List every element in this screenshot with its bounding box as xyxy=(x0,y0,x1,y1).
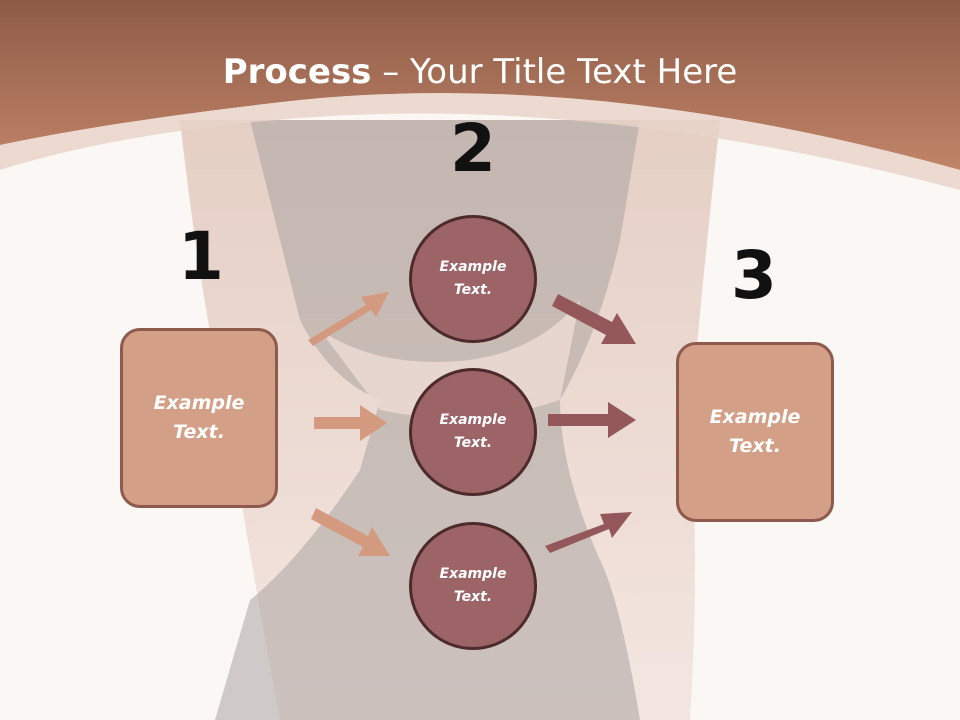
right-box-text: Example Text. xyxy=(709,406,801,457)
title-bold: Process xyxy=(222,52,372,92)
circle-middle: Example Text. xyxy=(409,368,537,496)
arrow-right-bottom xyxy=(545,512,632,553)
step-number-1: 1 xyxy=(178,218,224,295)
arrow-right-middle xyxy=(548,402,636,438)
slide-title: Process – Your Title Text Here xyxy=(0,52,960,92)
step-number-3: 3 xyxy=(731,237,777,314)
circle-top-text: Example Text. xyxy=(439,259,507,298)
arrow-left-top xyxy=(308,292,389,346)
left-box-text: Example Text. xyxy=(153,392,245,443)
circle-bottom-text: Example Text. xyxy=(439,566,507,605)
header-band xyxy=(0,0,960,170)
circle-top: Example Text. xyxy=(409,215,537,343)
arrow-right-top xyxy=(552,294,636,344)
step-number-2: 2 xyxy=(450,110,496,187)
left-box: Example Text. xyxy=(120,328,278,508)
title-rest: – Your Title Text Here xyxy=(371,52,738,92)
circle-middle-text: Example Text. xyxy=(439,412,507,451)
arrow-left-middle xyxy=(314,405,387,441)
arrow-left-bottom xyxy=(311,508,390,556)
header-wave xyxy=(0,93,960,190)
right-box: Example Text. xyxy=(676,342,834,522)
circle-bottom: Example Text. xyxy=(409,522,537,650)
